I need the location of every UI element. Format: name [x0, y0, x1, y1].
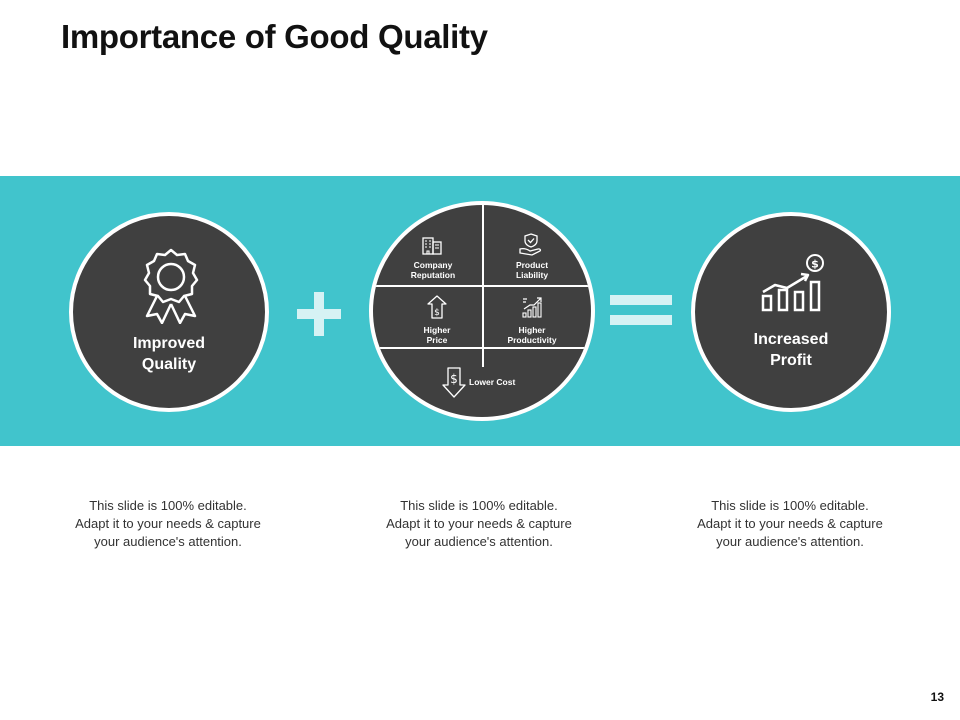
higher-productivity-line2: Productivity: [507, 335, 557, 345]
improved-quality-label: Improved Quality: [73, 333, 265, 375]
building-icon: [422, 237, 442, 255]
equals-icon: [610, 295, 672, 325]
improved-quality-line2: Quality: [141, 356, 197, 373]
higher-price-line2: Price: [426, 335, 448, 345]
benefits-circle: Company Reputation Product Liability $ H…: [369, 201, 595, 421]
quadrant-product-liability: Product Liability: [484, 205, 591, 285]
higher-productivity-line1: Higher: [518, 325, 546, 335]
svg-text:$: $: [450, 372, 458, 386]
increased-profit-line1: Increased: [753, 331, 829, 348]
increased-profit-circle: $ Increased Profit: [691, 212, 891, 412]
equals-top-bar: [610, 295, 672, 305]
higher-price-line1: Higher: [423, 325, 451, 335]
product-liability-line1: Product: [515, 260, 549, 270]
lower-cost-label: Lower Cost: [469, 377, 516, 387]
quadrant-higher-price: $ Higher Price: [373, 287, 482, 347]
improved-quality-circle: Improved Quality: [69, 212, 269, 412]
plus-horizontal: [297, 309, 341, 319]
price-tag-up-icon: $: [427, 295, 447, 319]
quadrant-higher-productivity: Higher Productivity: [484, 287, 591, 347]
plus-icon: [297, 292, 341, 336]
description-increased-profit: This slide is 100% editable. Adapt it to…: [697, 498, 883, 549]
divider-horizontal-bottom: [373, 347, 591, 349]
company-reputation-line2: Reputation: [410, 270, 456, 280]
description-benefits: This slide is 100% editable. Adapt it to…: [386, 498, 572, 549]
product-liability-line2: Liability: [515, 270, 549, 280]
page-number: 13: [930, 690, 944, 704]
increased-profit-label: Increased Profit: [695, 329, 887, 371]
improved-quality-line1: Improved: [132, 335, 205, 352]
hand-shield-icon: [519, 233, 542, 256]
dollar-down-arrow-icon: $: [442, 367, 466, 398]
equals-bottom-bar: [610, 315, 672, 325]
increased-profit-line2: Profit: [770, 352, 812, 369]
quadrant-lower-cost: $ Lower Cost: [373, 349, 591, 417]
company-reputation-line1: Company: [413, 260, 453, 270]
slide-title: Importance of Good Quality: [61, 18, 488, 55]
award-ribbon-icon: [143, 248, 199, 324]
divider-horizontal-top: [373, 285, 591, 287]
svg-text:$: $: [811, 258, 819, 271]
quadrant-company-reputation: Company Reputation: [373, 205, 482, 285]
description-improved-quality: This slide is 100% editable. Adapt it to…: [75, 498, 261, 549]
growth-chart-dollar-icon: $: [761, 254, 824, 312]
svg-text:$: $: [434, 308, 440, 318]
bar-chart-up-icon: [522, 297, 542, 318]
